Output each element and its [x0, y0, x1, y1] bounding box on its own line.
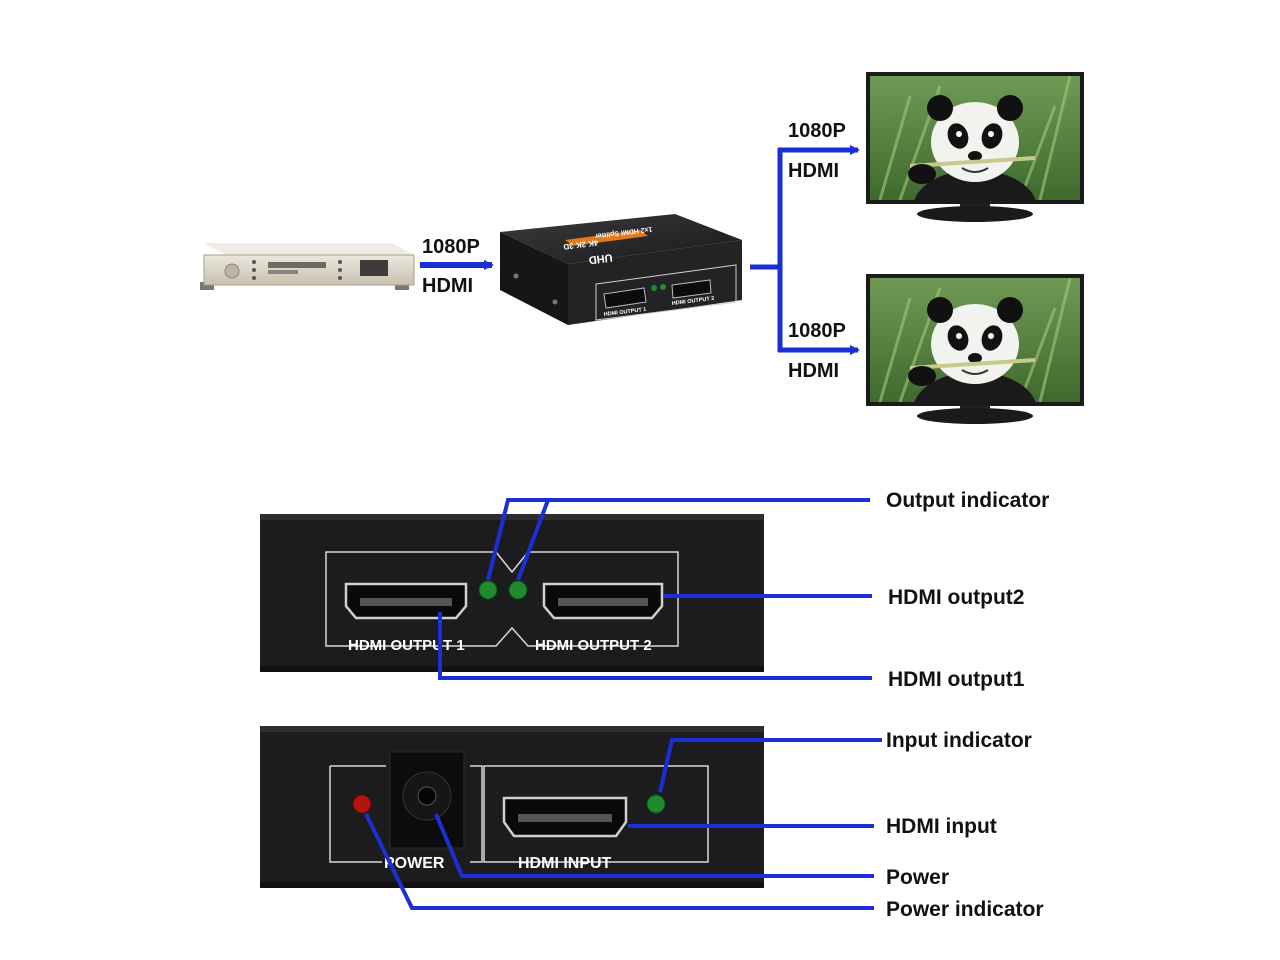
splitter-device-icon: 4K 2K 3D UHD 1x2 HDMI Splitter HDMI OUTP… — [500, 214, 742, 325]
input-led — [646, 794, 666, 814]
splitter-badge-text: UHD — [588, 251, 613, 266]
callout-power: Power — [886, 866, 949, 889]
splitter-port2-text: HDMI OUTPUT 2 — [672, 296, 715, 307]
callout-input-indicator: Input indicator — [886, 729, 1032, 752]
output-led-1 — [478, 580, 498, 600]
callout-hdmi-output2: HDMI output2 — [888, 586, 1024, 609]
splitter-plate-text: 4K 2K 3D — [563, 238, 599, 251]
hdmi-input-port — [502, 796, 628, 838]
power-led — [352, 794, 372, 814]
hdmi-output2-port — [542, 582, 664, 620]
output-branch-lines — [750, 145, 860, 355]
output-led-2 — [508, 580, 528, 600]
front-callout-lines — [438, 498, 872, 680]
front-port2-label: HDMI OUTPUT 2 — [535, 637, 652, 654]
callout-hdmi-output1: HDMI output1 — [888, 668, 1025, 691]
front-panel: HDMI OUTPUT 1 HDMI OUTPUT 2 — [260, 514, 764, 672]
power-jack — [389, 751, 465, 849]
front-port1-label: HDMI OUTPUT 1 — [348, 637, 465, 654]
output2-resolution-label: 1080P — [788, 320, 846, 342]
hdmi-output1-port — [344, 582, 468, 620]
output2-interface-label: HDMI — [788, 360, 839, 382]
rear-input-label: HDMI INPUT — [518, 855, 612, 872]
input-interface-label: HDMI — [422, 275, 473, 297]
rear-callout-lines — [364, 738, 882, 910]
callout-hdmi-input: HDMI input — [886, 815, 997, 838]
input-resolution-label: 1080P — [422, 236, 480, 258]
media-player-icon — [200, 243, 415, 290]
rear-panel: POWER HDMI INPUT — [260, 726, 764, 888]
monitor-1-icon — [866, 72, 1084, 222]
output1-resolution-label: 1080P — [788, 120, 846, 142]
monitor-2-icon — [866, 274, 1084, 424]
callout-output-indicator: Output indicator — [886, 489, 1049, 512]
splitter-port1-text: HDMI OUTPUT 1 — [604, 307, 647, 318]
callout-power-indicator: Power indicator — [886, 898, 1044, 921]
output1-interface-label: HDMI — [788, 160, 839, 182]
rear-power-label: POWER — [384, 855, 445, 872]
